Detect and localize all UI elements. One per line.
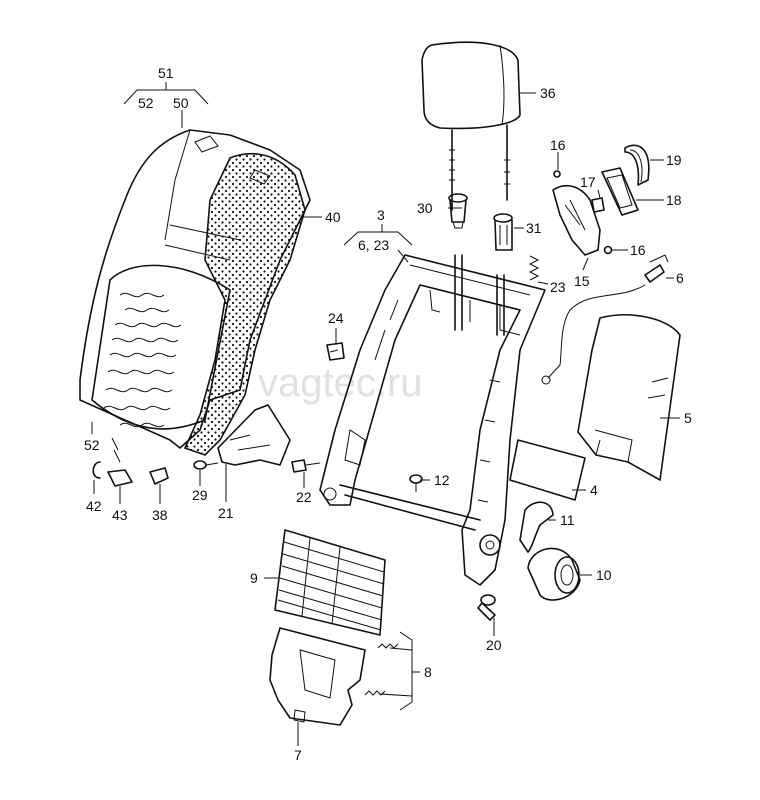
headrest-guide-31 (493, 213, 513, 251)
back-panel-5 (577, 314, 681, 481)
label-12: 12 (434, 472, 450, 488)
label-6: 6 (676, 270, 684, 286)
clip-38 (149, 467, 169, 485)
clip-17 (591, 197, 605, 213)
label-38: 38 (152, 507, 168, 523)
handle-18 (601, 167, 639, 216)
label-15: 15 (574, 273, 590, 289)
label-20: 20 (486, 637, 502, 653)
seat-frame (319, 254, 546, 586)
leader-lines (91, 82, 680, 746)
label-36: 36 (540, 85, 556, 101)
label-22: 22 (296, 489, 312, 505)
label-30: 30 (417, 200, 433, 216)
label-11: 11 (560, 512, 575, 528)
label-16a: 16 (550, 137, 566, 153)
screw-16a (553, 170, 561, 178)
label-7: 7 (294, 747, 302, 763)
cap-19 (624, 144, 650, 186)
label-10: 10 (596, 567, 612, 583)
spring-23 (528, 255, 540, 281)
label-31: 31 (526, 220, 542, 236)
label-50: 50 (173, 95, 189, 111)
knob-10 (527, 547, 581, 601)
label-19: 19 (666, 152, 682, 168)
label-18: 18 (666, 192, 682, 208)
carrier-7 (269, 627, 366, 726)
label-51: 51 (158, 65, 174, 81)
label-23: 23 (550, 279, 566, 295)
label-16b: 16 (630, 242, 646, 258)
label-5: 5 (684, 410, 692, 426)
screw-29 (193, 460, 219, 470)
clip-43 (107, 469, 133, 487)
label-29: 29 (192, 487, 208, 503)
screw-12 (409, 474, 423, 492)
label-8: 8 (424, 664, 432, 680)
screw-16b (603, 245, 613, 255)
label-17: 17 (580, 174, 596, 190)
spring-8 (364, 643, 399, 696)
wire-mat-9 (274, 529, 386, 636)
label-24: 24 (328, 310, 344, 326)
backrest-foam (164, 152, 306, 456)
watermark: vagtec.ru (258, 361, 423, 405)
clip-24 (326, 342, 345, 361)
label-3: 3 (377, 207, 385, 223)
side-trim-15 (552, 184, 601, 256)
label-40: 40 (325, 209, 341, 225)
pad-4 (509, 439, 586, 501)
bolt-20 (477, 594, 496, 621)
label-4: 4 (590, 482, 598, 498)
label-6-23: 6, 23 (358, 237, 389, 253)
clip-42 (92, 461, 101, 479)
label-42: 42 (86, 498, 102, 514)
label-52: 52 (84, 437, 100, 453)
label-43: 43 (112, 507, 128, 523)
lever-11 (519, 501, 554, 553)
label-21: 21 (218, 505, 234, 521)
label-52-top: 52 (138, 95, 154, 111)
headrest-guide-30 (448, 193, 468, 229)
trim-21 (217, 404, 291, 466)
callout-labels: 51 52 50 3 6, 23 36 16 19 17 18 30 31 40… (84, 65, 692, 763)
cable-6 (541, 254, 669, 385)
headrest (421, 41, 521, 211)
label-9: 9 (250, 570, 258, 586)
bolt-22 (291, 459, 321, 473)
